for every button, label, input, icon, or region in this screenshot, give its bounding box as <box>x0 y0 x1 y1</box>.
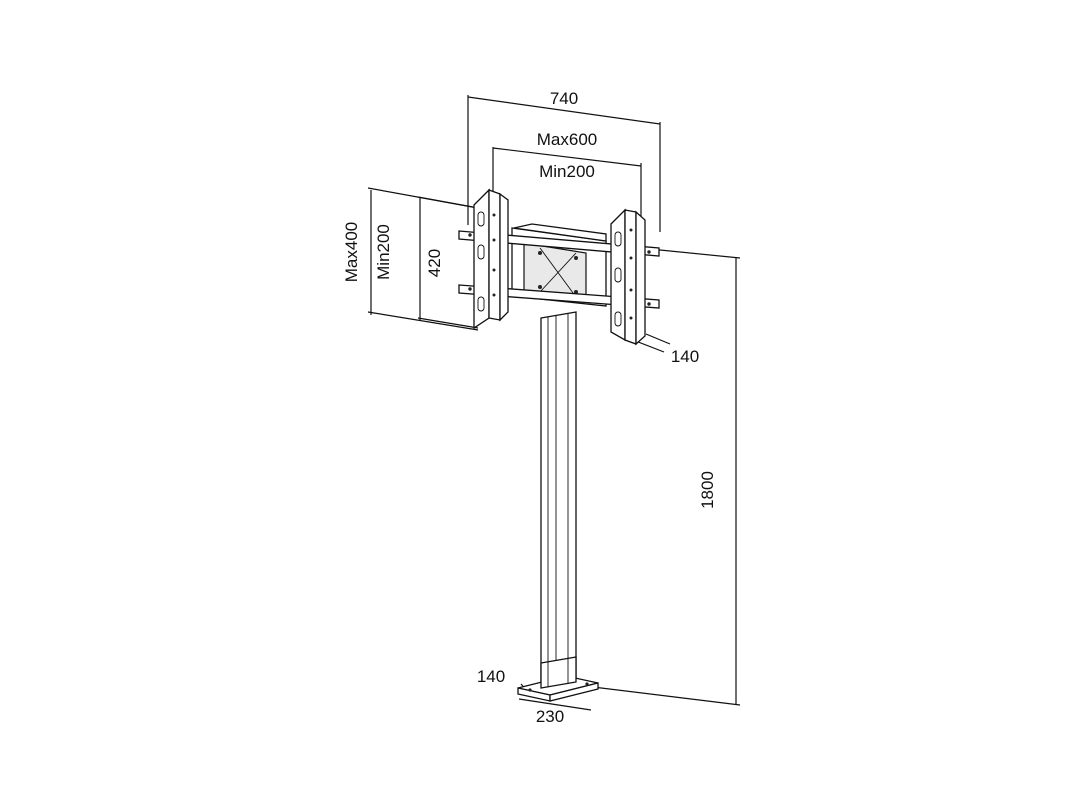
overall-width-label: 740 <box>550 89 578 108</box>
bracket-depth-label: 140 <box>671 347 699 366</box>
right-vertical-arm <box>610 208 646 346</box>
base-plate <box>517 656 599 702</box>
bracket-height-label: 420 <box>425 249 444 277</box>
horizontal-rails <box>458 230 660 309</box>
vesa-min-height-label: Min200 <box>374 224 393 280</box>
vesa-max-width-label: Max600 <box>537 130 597 149</box>
total-height-label: 1800 <box>698 471 717 509</box>
dimension-labels: 740 Max600 Min200 Max400 Min200 420 140 … <box>342 89 717 726</box>
base-depth-label: 140 <box>477 667 505 686</box>
pole <box>540 311 577 687</box>
dimension-lines <box>367 95 741 711</box>
vesa-max-height-label: Max400 <box>342 222 361 282</box>
vesa-min-width-label: Min200 <box>539 162 595 181</box>
base-width-label: 230 <box>536 707 564 726</box>
left-vertical-arm <box>473 188 509 330</box>
